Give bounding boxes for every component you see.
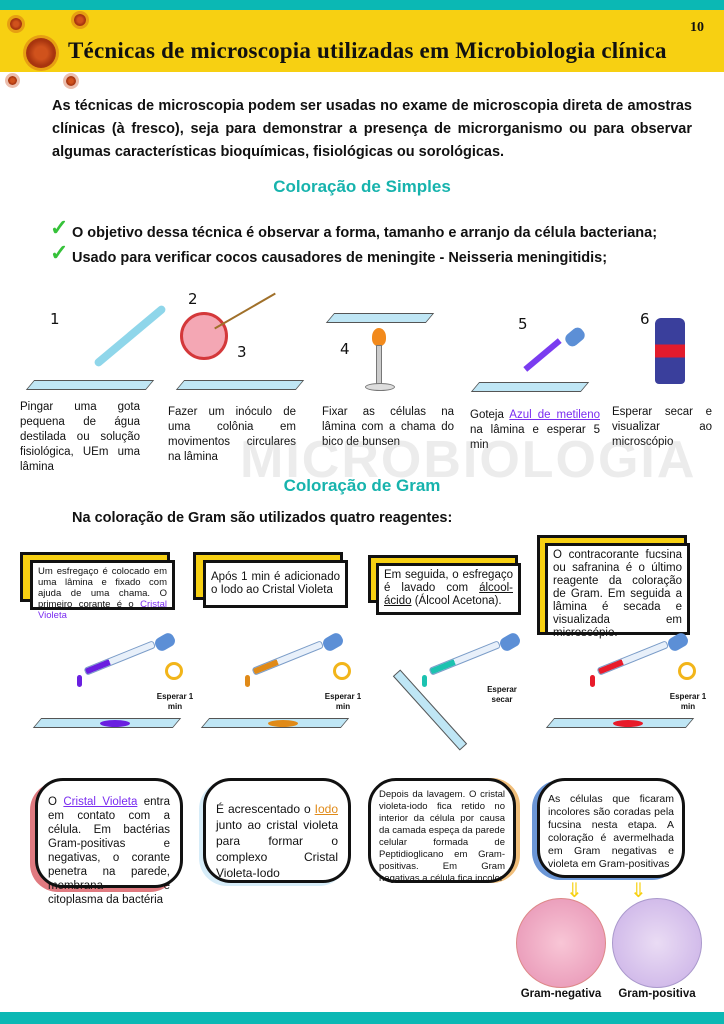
explanation-bubble-4: As células que ficaram incolores são cor… [537, 778, 685, 878]
step-caption: Pingar uma gota pequena de água destilad… [20, 401, 140, 473]
gram-subtitle: Na coloração de Gram são utilizados quat… [72, 510, 453, 526]
drop-icon [422, 675, 427, 687]
intro-paragraph: As técnicas de microscopia podem ser usa… [52, 98, 692, 160]
bullet-1: O objetivo dessa técnica é observar a fo… [72, 225, 658, 241]
gram-positive-label: Gram-positiva [618, 988, 696, 1000]
slide-icon [325, 313, 435, 323]
virus-icon [10, 18, 22, 30]
header-bar [0, 10, 724, 72]
reagent-box-1: Um esfregaço é colocado em uma lâmina e … [30, 560, 175, 621]
burner-base [365, 383, 395, 391]
bubble-text: O [48, 796, 64, 808]
slide-icon [175, 380, 305, 390]
dropper-tube [83, 640, 157, 676]
box-text: (Álcool Acetona). [411, 595, 502, 607]
gram-negative-micrograph [516, 898, 606, 988]
step-number: 4 [340, 340, 350, 358]
gram-negative-label: Gram-negativa [520, 988, 602, 1000]
slide-icon [25, 380, 155, 390]
dropper-tube [523, 338, 562, 372]
virus-icon [74, 14, 86, 26]
dropper-tube [596, 640, 670, 676]
inoculation-loop-icon [214, 292, 276, 330]
step-number: 3 [237, 343, 247, 361]
dropper-icon [152, 630, 178, 654]
box-text: Em seguida, o esfregaço é lavado com [384, 569, 513, 594]
section-title-gram: Coloração de Gram [283, 476, 441, 495]
explanation-bubble-2: É acrescentado o Iodo junto ao cristal v… [203, 778, 351, 883]
section-title-simple: Coloração de Simples [273, 177, 451, 196]
page-number: 10 [690, 20, 704, 35]
flame-icon [372, 328, 386, 346]
dropper-icon [320, 630, 346, 654]
alarm-clock-icon [678, 662, 696, 680]
bunsen-burner-icon [376, 345, 382, 385]
step-number: 2 [188, 290, 198, 308]
virus-icon [26, 38, 56, 68]
bubble-text: junto ao cristal violeta para formar o c… [216, 818, 338, 880]
top-band [0, 0, 724, 10]
petri-dish-icon [180, 312, 228, 360]
wait-label: Esperar 1 min [156, 692, 194, 711]
virus-icon [8, 76, 17, 85]
step-number: 5 [518, 315, 528, 333]
dropper-tube [428, 640, 502, 676]
stain-spot [268, 720, 298, 727]
reagent-box-2: Após 1 min é adicionado o Iodo ao Crista… [203, 560, 348, 608]
reagent-box-3: Em seguida, o esfregaço é lavado com álc… [376, 563, 521, 615]
iodine-link[interactable]: Iodo [314, 802, 338, 816]
tilted-slide-icon [392, 669, 468, 751]
dropper-icon [562, 325, 588, 349]
step-caption: Goteja Azul de metileno na lâmina e espe… [470, 408, 600, 453]
arrow-down-icon: ⇓ [566, 880, 583, 902]
gram-positive-micrograph [612, 898, 702, 988]
step-caption: Esperar secar e visualizar ao microscópi… [612, 406, 712, 448]
bottom-band [0, 1012, 724, 1024]
bubble-text: entra em contato com a célula. Em bactér… [48, 796, 170, 906]
microscope-icon [655, 318, 685, 384]
explanation-bubble-1: O Cristal Violeta entra em contato com a… [35, 778, 183, 906]
slide-icon [470, 382, 590, 392]
wait-label: Esperar 1 min [669, 692, 707, 711]
arrow-down-icon: ⇓ [630, 880, 647, 902]
watermark-logo: MICROBIOLOGIA [240, 431, 697, 489]
check-icon: ✓ [50, 240, 69, 265]
bullet-2: Usado para verificar cocos causadores de… [72, 250, 608, 266]
reagent-box-4: O contracorante fucsina ou safranina é o… [545, 543, 690, 639]
stain-spot [613, 720, 643, 727]
step-number: 1 [50, 310, 60, 328]
step-caption: Fazer um inóculo de uma colônia em movim… [168, 406, 296, 463]
alarm-clock-icon [165, 662, 183, 680]
pipette-icon [92, 304, 168, 368]
crystal-violet-link[interactable]: Cristal Violeta [38, 599, 167, 621]
wait-label: Esperar 1 min [324, 692, 362, 711]
box-text: Um esfregaço é colocado em uma lâmina e … [38, 566, 167, 610]
dropper-icon [497, 630, 523, 654]
dropper-tube [251, 640, 325, 676]
crystal-violet-link[interactable]: Cristal Violeta [63, 796, 138, 808]
methylene-blue-link[interactable]: Azul de metileno [509, 409, 600, 421]
step-caption: Fixar as células na lâmina com a chama d… [322, 406, 454, 448]
caption-text: na lâmina e esperar 5 min [470, 424, 600, 451]
virus-icon [66, 76, 76, 86]
drop-icon [245, 675, 250, 687]
drop-icon [590, 675, 595, 687]
alarm-clock-icon [333, 662, 351, 680]
step-number: 6 [640, 310, 650, 328]
drop-icon [77, 675, 82, 687]
stain-spot [100, 720, 130, 727]
explanation-bubble-3: Depois da lavagem. O cristal violeta-iod… [368, 778, 516, 884]
page-title: Técnicas de microscopia utilizadas em Mi… [68, 38, 667, 63]
wait-label: Esperar secar [487, 685, 517, 704]
check-icon: ✓ [50, 215, 69, 240]
acid-alcohol-link[interactable]: álcool-ácido [384, 582, 513, 607]
caption-text: Goteja [470, 409, 510, 421]
bubble-text: É acrescentado o [216, 802, 315, 816]
